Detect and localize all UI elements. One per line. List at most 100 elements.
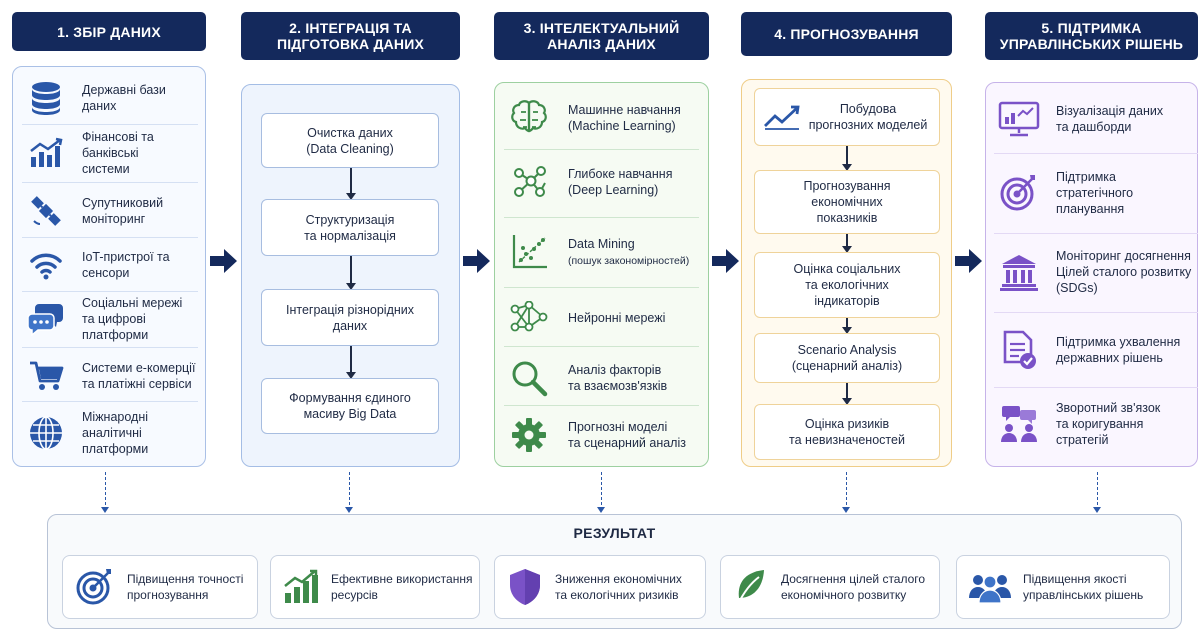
dashed-arrow <box>597 472 605 513</box>
step-line: даних <box>332 318 368 333</box>
result-line: Зниження економічних <box>555 572 682 586</box>
analysis-line: (Deep Learning) <box>568 183 659 197</box>
target-icon <box>994 173 1044 213</box>
source-label: Фінансові та банківські системи <box>82 130 154 176</box>
step-line: показників <box>816 211 878 225</box>
step-line: Очистка даних <box>307 125 393 140</box>
analysis-line: Аналіз факторів <box>568 362 662 377</box>
stage-4-title: 4. ПРОГНОЗУВАННЯ <box>774 26 919 42</box>
stage-3-title-line2: АНАЛІЗ ДАНИХ <box>547 36 656 52</box>
step-line: Інтеграція різнорідних <box>285 302 415 317</box>
divider <box>22 347 198 348</box>
team-icon <box>967 570 1013 604</box>
analysis-line: Нейронні мережі <box>568 311 666 325</box>
analysis-label: Нейронні мережі <box>568 310 665 326</box>
stage-1-title: 1. ЗБІР ДАНИХ <box>57 23 161 40</box>
down-arrow <box>346 256 356 290</box>
network-nodes-icon <box>504 163 554 201</box>
flow-arrow-icon <box>955 249 982 273</box>
step-line: прогнозних моделей <box>808 118 928 132</box>
stage-1-header: 1. ЗБІР ДАНИХ <box>12 12 206 51</box>
document-check-icon <box>994 330 1044 370</box>
stage-5-title-line2: УПРАВЛІНСЬКИХ РІШЕНЬ <box>999 36 1184 52</box>
dashboard-icon <box>994 100 1044 138</box>
forecast-step: Scenario Analysis (сценарний аналіз) <box>754 333 940 383</box>
step-line: масиву Big Data <box>303 407 397 421</box>
feedback-people-icon <box>994 404 1044 444</box>
growth-chart-icon <box>281 569 321 605</box>
brain-icon <box>504 99 554 137</box>
divider <box>994 153 1198 154</box>
step-line: Оцінка соціальних <box>793 262 901 276</box>
analysis-item: Глибоке навчання (Deep Learning) <box>504 152 704 212</box>
divider <box>994 387 1198 388</box>
source-item: Державні бази даних <box>24 73 202 123</box>
decision-label: Візуалізація даних та дашборди <box>1056 104 1164 134</box>
source-label: Системи е-комерції та платіжні сервіси <box>82 361 196 391</box>
integration-panel: Очистка даних(Data Cleaning) Структуриза… <box>241 84 460 467</box>
source-label: Соціальні мережі та цифрові платформи <box>82 296 183 342</box>
decision-item: Візуалізація даних та дашборди <box>994 90 1198 148</box>
divider <box>994 312 1198 313</box>
result-line: прогнозування <box>127 588 209 602</box>
stage-5-title-line1: 5. ПІДТРИМКА <box>1041 20 1142 36</box>
gear-icon <box>504 416 554 454</box>
step-line: та екологічних <box>805 278 889 292</box>
down-arrow <box>842 234 852 253</box>
divider <box>504 287 699 288</box>
source-item: Супутниковий моніторинг <box>24 186 202 236</box>
divider <box>504 346 699 347</box>
decision-label: Підтримка стратегічного планування <box>1056 170 1134 216</box>
step-line: Оцінка ризиків <box>804 417 890 431</box>
analysis-line: Прогнозні моделі <box>568 420 668 434</box>
analysis-line: Глибоке навчання <box>568 167 673 181</box>
analysis-item: Машинне навчання(Machine Learning) <box>504 90 704 145</box>
source-item: Міжнародні аналітичні платформи <box>24 405 202 461</box>
result-line: Підвищення якості <box>1023 572 1127 586</box>
decisions-panel <box>985 82 1198 467</box>
trend-line-icon <box>761 104 803 130</box>
step-line: (сценарний аналіз) <box>791 359 903 373</box>
step-line: Scenario Analysis <box>797 343 897 357</box>
magnifier-icon <box>504 359 554 397</box>
step-line: та нормалізація <box>304 228 396 243</box>
analysis-label: Машинне навчання(Machine Learning) <box>568 102 681 134</box>
source-label: Супутниковий моніторинг <box>82 196 164 226</box>
source-item: IoT-пристрої та сенсори <box>24 240 202 290</box>
step-line: економічних <box>811 195 883 209</box>
analysis-line: та сценарний аналіз <box>568 436 686 450</box>
satellite-icon <box>24 193 68 229</box>
bar-chart-icon <box>24 137 68 169</box>
source-label: Державні бази даних <box>82 83 166 113</box>
divider <box>22 291 198 292</box>
analysis-line: Машинне навчання <box>568 102 681 117</box>
chat-bubbles-icon <box>24 302 68 336</box>
down-arrow <box>842 318 852 334</box>
decision-label: Моніторинг досягнення Цілей сталого розв… <box>1056 249 1192 295</box>
step-line: Структуризація <box>305 212 395 227</box>
decision-item: Підтримка ухвалення державних рішень <box>994 318 1198 382</box>
flow-arrow-icon <box>463 249 490 273</box>
down-arrow <box>842 146 852 171</box>
integration-step: Очистка даних(Data Cleaning) <box>261 113 439 168</box>
analysis-line: Data Mining <box>568 236 635 251</box>
result-line: та екологічних ризиків <box>555 588 679 602</box>
step-line: Формування єдиного <box>289 391 411 405</box>
stage-3-title-line1: 3. ІНТЕЛЕКТУАЛЬНИЙ <box>523 20 680 36</box>
result-line: ресурсів <box>331 588 378 602</box>
globe-icon <box>24 415 68 451</box>
